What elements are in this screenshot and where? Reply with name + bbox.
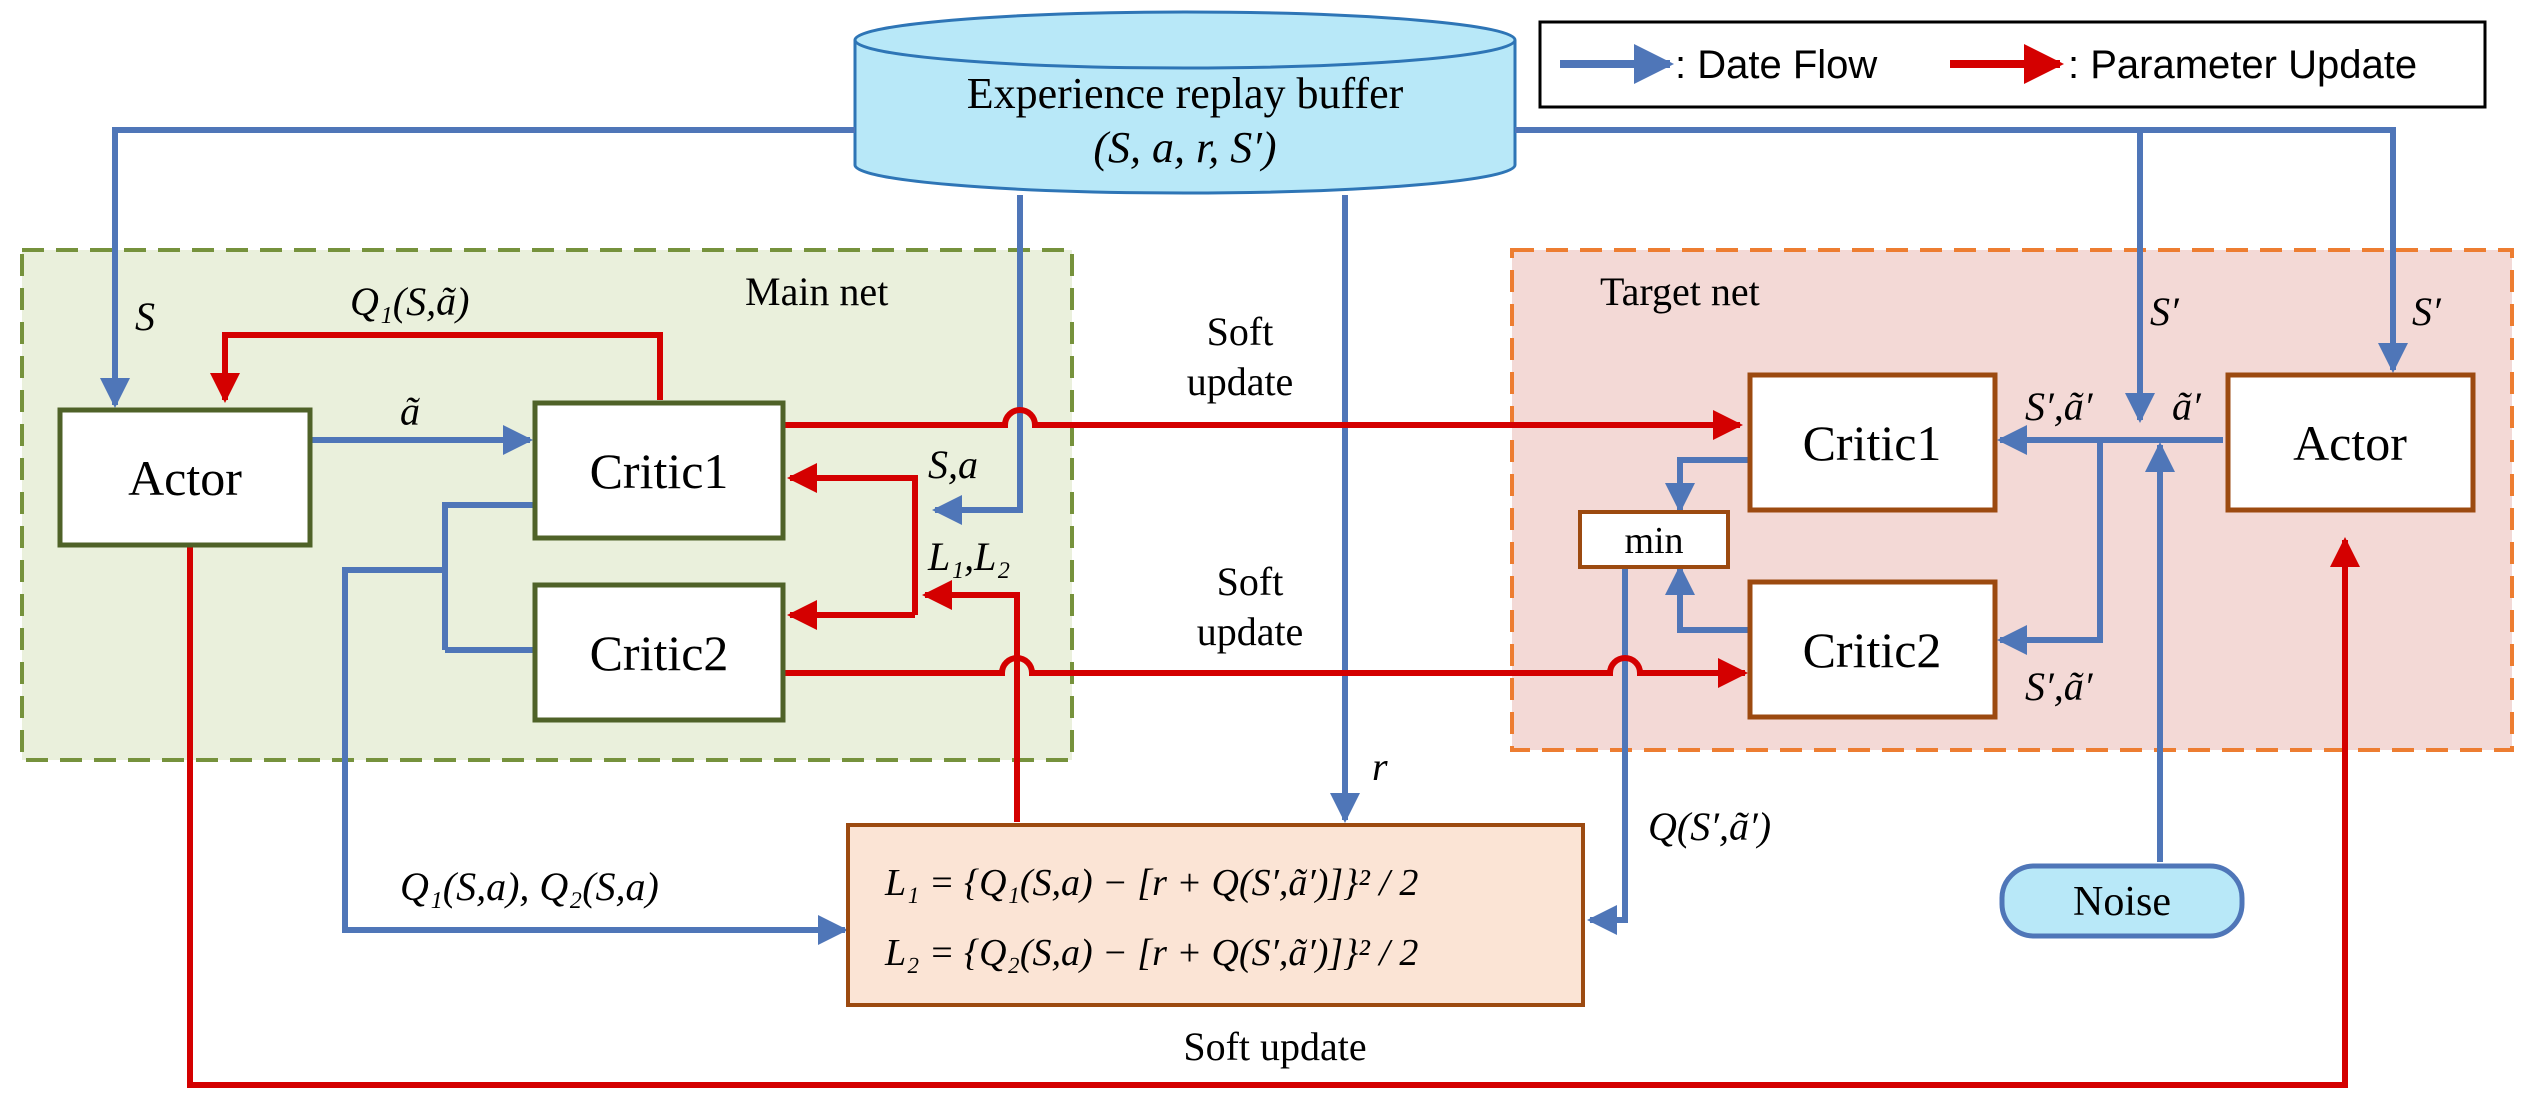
min-box: min: [1578, 510, 1730, 569]
target-actor-box: Actor: [2225, 372, 2476, 513]
label-l1-l2: L₁,L₂: [927, 534, 1010, 579]
main-actor-box: Actor: [57, 407, 313, 548]
flow-critics-to-loss: [342, 567, 848, 945]
update-loss-to-critic1: [787, 463, 918, 615]
target-critic1-label: Critic1: [1803, 415, 1942, 471]
experience-replay-buffer: Experience replay buffer (S, a, r, S′): [853, 10, 1517, 195]
loss-l1: L₁ = {Q₁(S,a) − [r + Q(S′,ã′)]}² / 2: [884, 862, 1418, 904]
label-s-main: S: [135, 294, 155, 339]
label-q-target: Q(S′,ã′): [1648, 804, 1771, 849]
flow-buffer-to-critics: [932, 195, 1023, 525]
soft-update-critic2: [783, 655, 1748, 688]
main-net-title: Main net: [745, 269, 888, 314]
flow-min-to-loss: [1587, 565, 1628, 935]
main-critic2-label: Critic2: [590, 625, 729, 681]
legend: : Date Flow : Parameter Update: [1538, 20, 2487, 109]
update-critic1-to-actor: [210, 332, 663, 403]
label-q1-s-atilde: Q₁(S,ã): [350, 279, 469, 324]
flow-critic1-out: [442, 502, 535, 650]
target-critic2-box: Critic2: [1747, 579, 1998, 720]
legend-param-update-label: : Parameter Update: [2068, 43, 2417, 87]
buffer-tuple: (S, a, r, S′): [1093, 123, 1276, 172]
flow-buffer-to-main-actor: [100, 127, 855, 408]
label-s-prime-a-tilde-bottom: S′,ã′: [2025, 664, 2094, 709]
label-soft-update-top-2: update: [1187, 359, 1294, 404]
min-label: min: [1624, 520, 1683, 562]
buffer-title: Experience replay buffer: [967, 69, 1404, 118]
update-loss-up: [922, 580, 1020, 822]
label-soft-update-mid-2: update: [1197, 609, 1304, 654]
label-a-tilde: ã: [400, 389, 420, 434]
main-actor-label: Actor: [128, 450, 242, 506]
loss-l2: L₂ = {Q₂(S,a) − [r + Q(S′,ã′)]}² / 2: [884, 932, 1418, 974]
label-a-tilde-prime: ã′: [2172, 384, 2202, 429]
label-q1q2: Q₁(S,a), Q₂(S,a): [400, 864, 659, 909]
flow-target-critic2-to-min: [1665, 565, 1750, 633]
main-critic1-box: Critic1: [532, 400, 786, 541]
target-net-title: Target net: [1600, 269, 1760, 314]
soft-update-actor: [187, 537, 2360, 1088]
legend-data-flow-label: : Date Flow: [1675, 43, 1877, 87]
label-s-prime-a-tilde-top: S′,ã′: [2025, 384, 2094, 429]
label-soft-update-top-1: Soft: [1207, 309, 1274, 354]
noise-label: Noise: [2073, 879, 2171, 925]
loss-box: L₁ = {Q₁(S,a) − [r + Q(S′,ã′)]}² / 2 L₂ …: [846, 823, 1585, 1007]
flow-buffer-to-target-actor: [1515, 127, 2408, 373]
target-critic1-box: Critic1: [1747, 372, 1998, 513]
flow-target-critic1-to-min: [1665, 457, 1750, 513]
target-critic2-label: Critic2: [1803, 622, 1942, 678]
label-s-prime-2: S′: [2412, 289, 2442, 334]
label-soft-update-bottom: Soft update: [1183, 1024, 1366, 1069]
main-critic1-label: Critic1: [590, 443, 729, 499]
soft-update-critic1: [783, 407, 1743, 440]
label-s-prime-1: S′: [2150, 289, 2180, 334]
noise-box: Noise: [1999, 863, 2245, 939]
label-s-a: S,a: [928, 442, 978, 487]
main-critic2-box: Critic2: [532, 582, 786, 723]
label-soft-update-mid-1: Soft: [1217, 559, 1284, 604]
flow-target-to-critic2: [1997, 440, 2103, 655]
label-r: r: [1372, 744, 1388, 789]
target-actor-label: Actor: [2293, 415, 2407, 471]
